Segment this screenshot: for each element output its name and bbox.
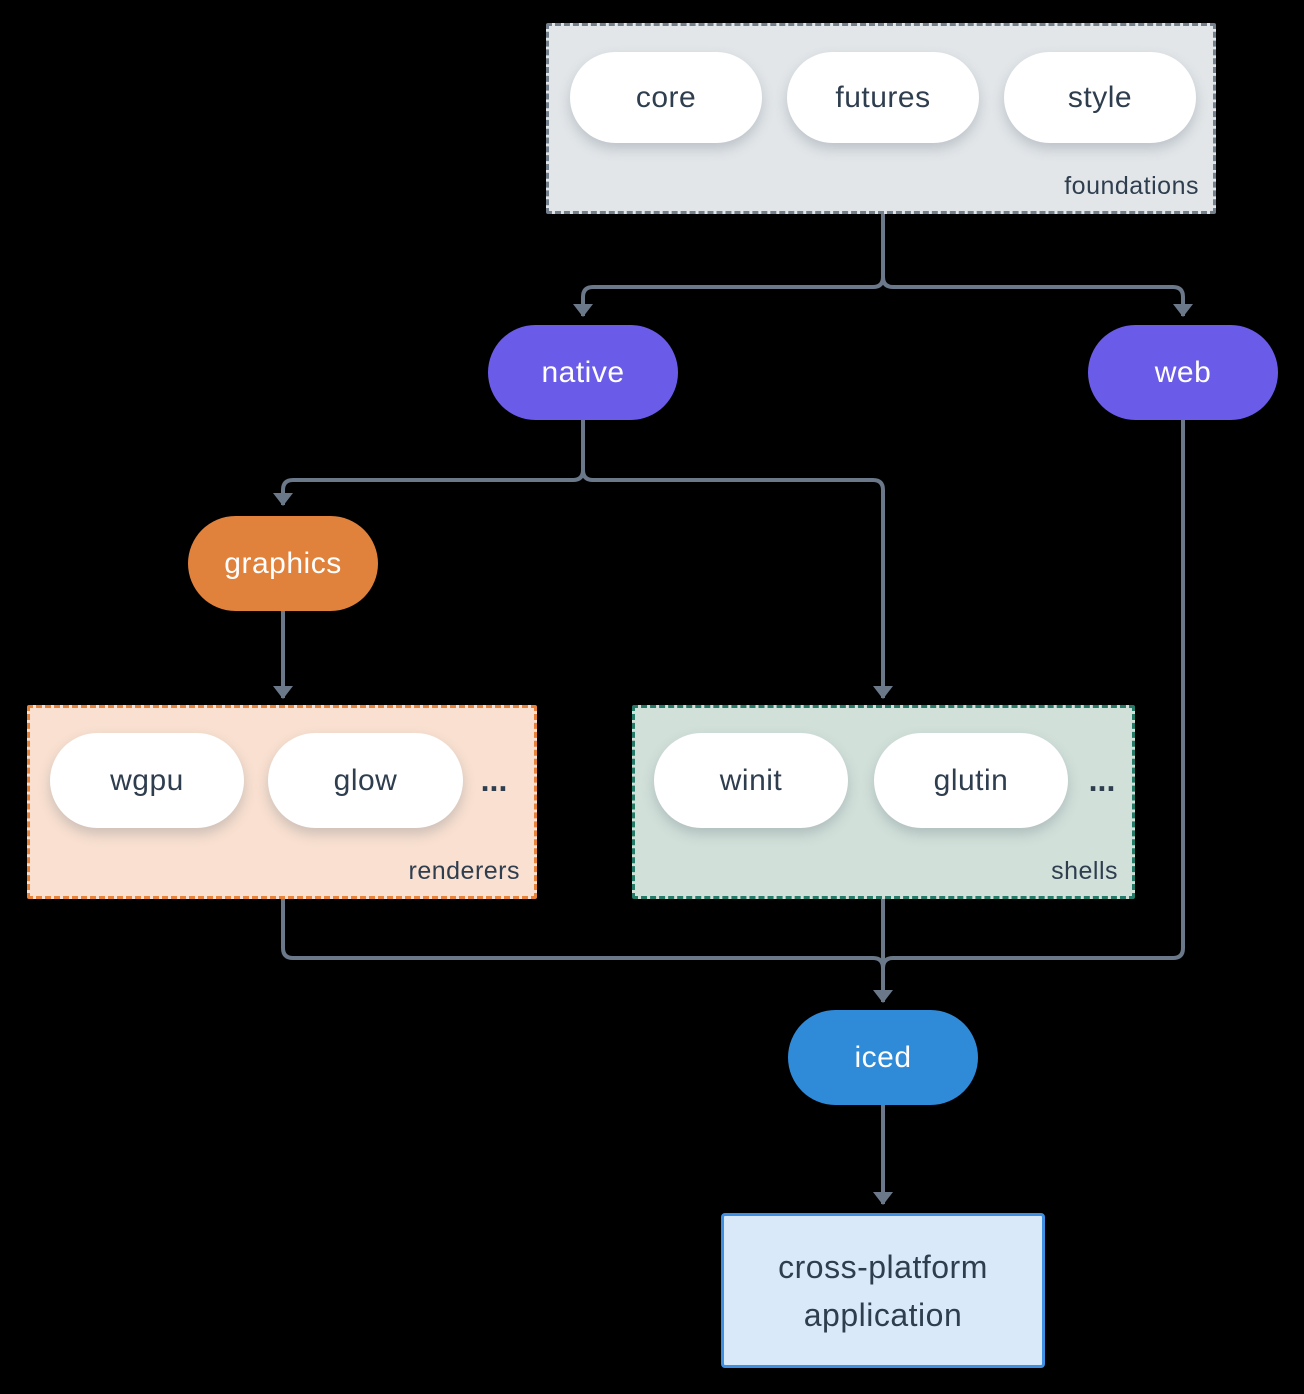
group-shells-label: shells xyxy=(1051,857,1118,885)
node-glow: glow xyxy=(268,733,463,828)
node-style: style xyxy=(1004,52,1196,143)
edge-native-to-shells xyxy=(581,420,893,699)
node-iced: iced xyxy=(788,1010,978,1105)
node-core: core xyxy=(570,52,762,143)
node-native: native xyxy=(488,325,678,420)
node-futures: futures xyxy=(787,52,979,143)
group-foundations-label: foundations xyxy=(1064,172,1199,200)
group-renderers-label: renderers xyxy=(408,857,520,885)
node-web: web xyxy=(1088,325,1278,420)
app-label-line1: cross-platform xyxy=(778,1248,988,1285)
node-graphics: graphics xyxy=(188,516,378,611)
app-label-line2: application xyxy=(803,1296,963,1333)
edge-renderers-to-merge xyxy=(281,899,885,969)
node-winit: winit xyxy=(654,733,848,828)
renderers-ellipsis: ... xyxy=(480,762,508,798)
node-wgpu: wgpu xyxy=(50,733,244,828)
edge-foundations-to-native xyxy=(573,214,885,317)
shells-ellipsis: ... xyxy=(1088,762,1116,798)
node-cross-platform-application: cross-platform application xyxy=(721,1213,1045,1368)
edge-foundations-to-web xyxy=(881,214,1193,317)
edge-native-to-graphics xyxy=(273,420,585,506)
node-glutin: glutin xyxy=(874,733,1068,828)
